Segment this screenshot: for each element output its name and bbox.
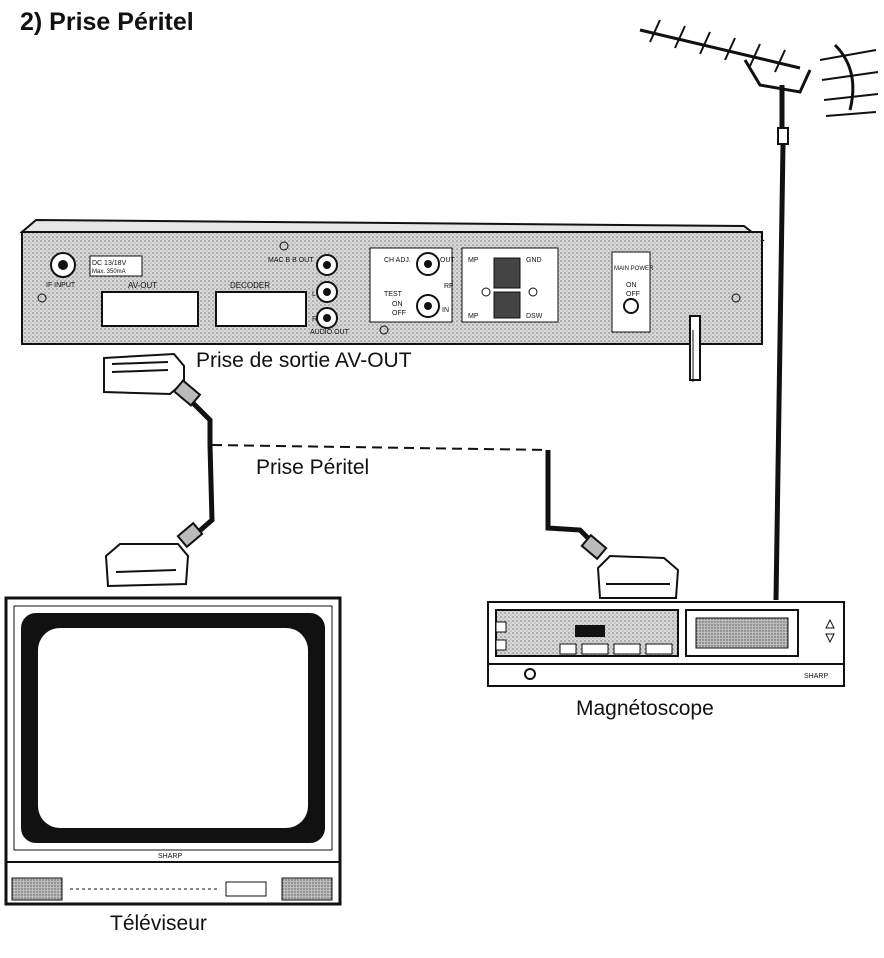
decoder-label: DECODER (230, 281, 270, 290)
scart-cable (186, 396, 598, 548)
vcr-caption: Magnétoscope (576, 697, 714, 720)
antenna-cable (773, 143, 786, 601)
tv-caption: Téléviseur (110, 912, 207, 935)
audio-out-label: AUDIO OUT (310, 329, 350, 336)
mp-top-label: MP (468, 257, 479, 264)
test-on-label: ON (392, 301, 403, 308)
mp-bottom-label: MP (468, 313, 479, 320)
if-input-label: IF INPUT (46, 282, 76, 289)
main-power-label: MAIN POWER (614, 266, 654, 272)
av-out-label: AV-OUT (128, 281, 157, 290)
main-power-switch (623, 298, 639, 314)
audio-r-label: R (312, 316, 317, 323)
rf-in-label: IN (442, 307, 449, 314)
audio-l-label: L (312, 291, 316, 298)
gnd-label: GND (526, 257, 542, 264)
decoder-socket (215, 291, 307, 327)
test-label: TEST (384, 291, 403, 298)
scart-plug-vcr (580, 533, 680, 599)
test-off-label: OFF (392, 310, 406, 317)
tv-brand: SHARP (158, 853, 182, 860)
vcr-brand: SHARP (804, 673, 828, 680)
rf-label: RF (444, 283, 453, 290)
power-off-label: OFF (626, 291, 640, 298)
antenna (639, 19, 879, 145)
scart-plug-tv (104, 521, 204, 588)
dc-sub-label: Max. 350mA (92, 269, 126, 275)
satellite-receiver: IF INPUT DC 13/18V Max. 350mA AV-OUT DEC… (19, 218, 765, 382)
vcr: SHARP (487, 601, 845, 687)
page-title: 2) Prise Péritel (20, 8, 194, 36)
dsw-label: DSW (526, 313, 543, 320)
mac-out-label: MAC B B OUT (268, 257, 314, 264)
rf-out-label: OUT (440, 257, 456, 264)
ch-adj-label: CH ADJ. (384, 257, 411, 264)
peritel-caption: Prise Péritel (256, 456, 370, 479)
television: SHARP (4, 596, 342, 906)
av-out-socket (101, 291, 199, 327)
scart-plug-receiver (103, 352, 202, 407)
av-out-caption: Prise de sortie AV-OUT (196, 349, 412, 372)
power-on-label: ON (626, 282, 637, 289)
dc-label: DC 13/18V (92, 260, 127, 267)
